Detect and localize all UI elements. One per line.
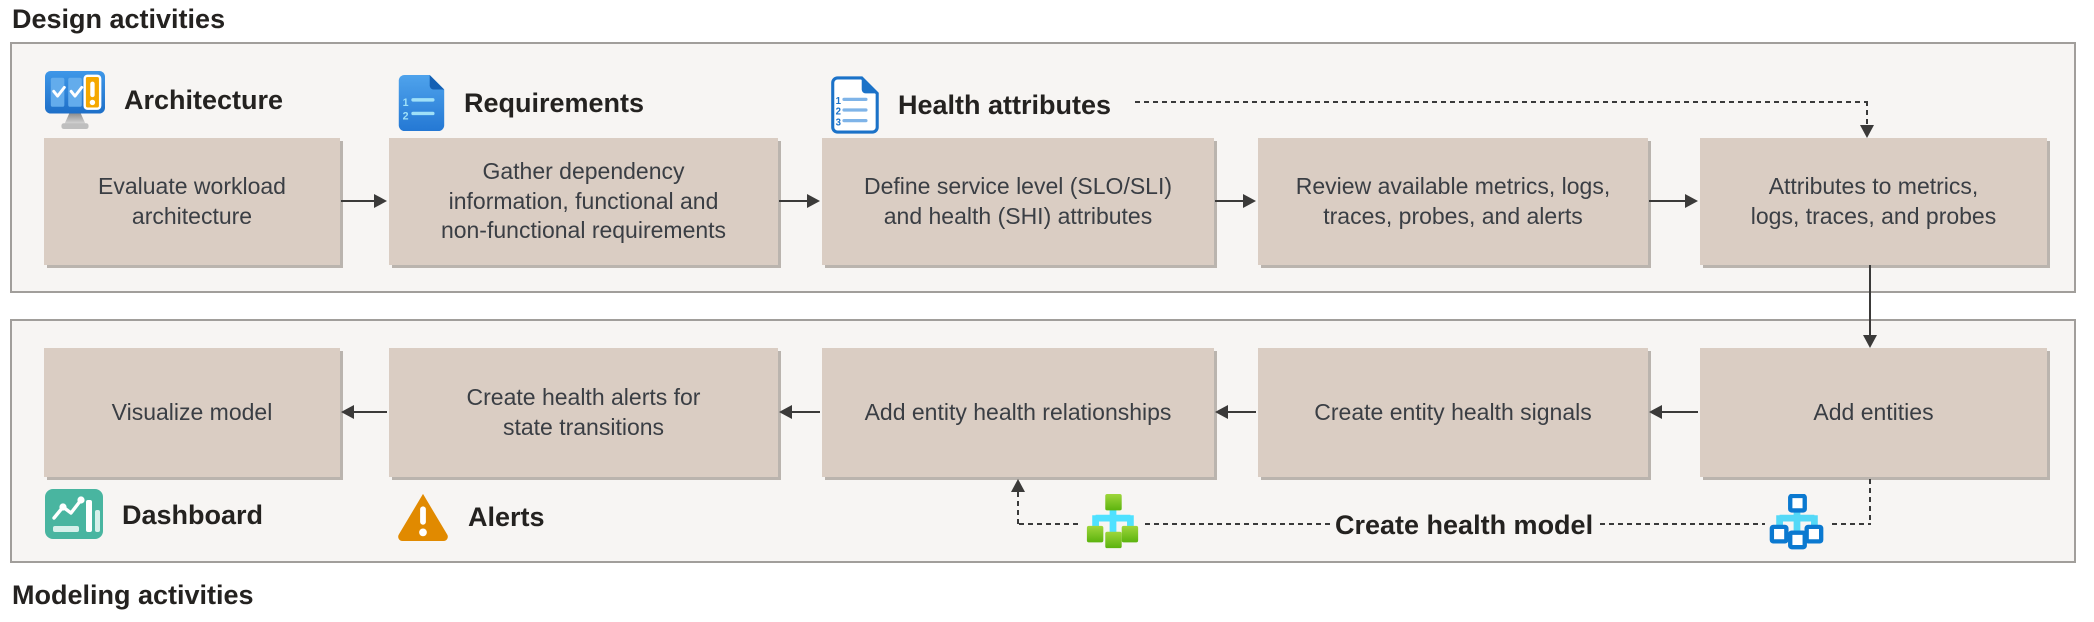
svg-text:2: 2	[836, 107, 841, 118]
dashed-annotation-right-vertical	[1869, 479, 1871, 524]
step-attributes-to-metrics: Attributes to metrics, logs, traces, and…	[1700, 138, 2047, 265]
arrowhead-into-attributes-box	[1860, 125, 1874, 138]
arrow-design-3-line	[1215, 200, 1243, 202]
arrow-design-1-line	[341, 200, 374, 202]
step-gather-dependency-information: Gather dependency information, functiona…	[389, 138, 778, 265]
entity-tree-blue-icon	[1769, 494, 1824, 550]
arrow-modeling-1-head	[1649, 405, 1662, 419]
entity-tree-green-icon	[1086, 494, 1139, 549]
arrow-modeling-4-head	[341, 405, 354, 419]
modeling-activities-heading: Modeling activities	[12, 580, 254, 610]
dashed-annotation-segment-1	[1019, 523, 1081, 525]
arrow-design-3-head	[1243, 194, 1256, 208]
document-checklist-icon: 1 2 3	[831, 76, 879, 134]
step-evaluate-workload-architecture: Evaluate workload architecture	[44, 138, 340, 265]
arrowhead-into-relationships-box	[1011, 479, 1025, 492]
dashed-connector-health-attributes-horizontal	[1135, 101, 1868, 103]
health-attributes-legend: 1 2 3 Health attributes	[828, 76, 1111, 134]
dashed-annotation-left-vertical	[1017, 492, 1019, 524]
svg-text:3: 3	[836, 117, 842, 128]
arrow-design-2-line	[779, 200, 807, 202]
design-activities-heading: Design activities	[12, 4, 226, 34]
arrow-design-2-head	[807, 194, 820, 208]
dashed-annotation-segment-3	[1600, 523, 1765, 525]
alert-triangle-icon	[398, 493, 448, 542]
step-add-entities: Add entities	[1700, 348, 2047, 477]
arrow-modeling-3-line	[792, 411, 820, 413]
svg-text:2: 2	[403, 110, 409, 122]
arrow-attributes-to-add-entities-line	[1869, 265, 1871, 335]
arrow-modeling-4-line	[354, 411, 387, 413]
dashboard-legend: Dashboard	[44, 488, 263, 542]
requirements-legend: 1 2 Requirements	[396, 74, 644, 132]
step-visualize-model: Visualize model	[44, 348, 340, 477]
arrow-design-1-head	[374, 194, 387, 208]
arrow-modeling-3-head	[779, 405, 792, 419]
arrow-modeling-2-line	[1228, 411, 1256, 413]
dashed-annotation-segment-2	[1145, 523, 1330, 525]
arrow-modeling-2-head	[1215, 405, 1228, 419]
create-health-model-label: Create health model	[1335, 510, 1594, 540]
arrow-attributes-to-add-entities-head	[1863, 335, 1877, 348]
arrow-design-4-line	[1649, 200, 1685, 202]
document-numbered-icon: 1 2	[398, 74, 445, 132]
dashed-connector-health-attributes-vertical	[1866, 101, 1868, 125]
monitor-checklist-icon	[45, 70, 105, 130]
dashboard-label: Dashboard	[122, 499, 264, 530]
step-create-health-alerts: Create health alerts for state transitio…	[389, 348, 778, 477]
step-add-entity-health-relationships: Add entity health relationships	[822, 348, 1214, 477]
arrow-design-4-head	[1685, 194, 1698, 208]
svg-text:1: 1	[403, 97, 409, 109]
architecture-label: Architecture	[124, 84, 284, 115]
step-review-available-metrics: Review available metrics, logs, traces, …	[1258, 138, 1648, 265]
dashboard-icon	[45, 489, 103, 539]
alerts-label: Alerts	[468, 501, 545, 532]
health-attributes-label: Health attributes	[898, 89, 1112, 120]
svg-text:1: 1	[836, 96, 842, 107]
requirements-label: Requirements	[464, 87, 645, 118]
dashed-annotation-segment-4	[1832, 523, 1871, 525]
arrow-modeling-1-line	[1662, 411, 1698, 413]
step-create-entity-health-signals: Create entity health signals	[1258, 348, 1648, 477]
alerts-legend: Alerts	[396, 492, 545, 542]
architecture-legend: Architecture	[44, 70, 283, 130]
step-define-service-level-attributes: Define service level (SLO/SLI) and healt…	[822, 138, 1214, 265]
